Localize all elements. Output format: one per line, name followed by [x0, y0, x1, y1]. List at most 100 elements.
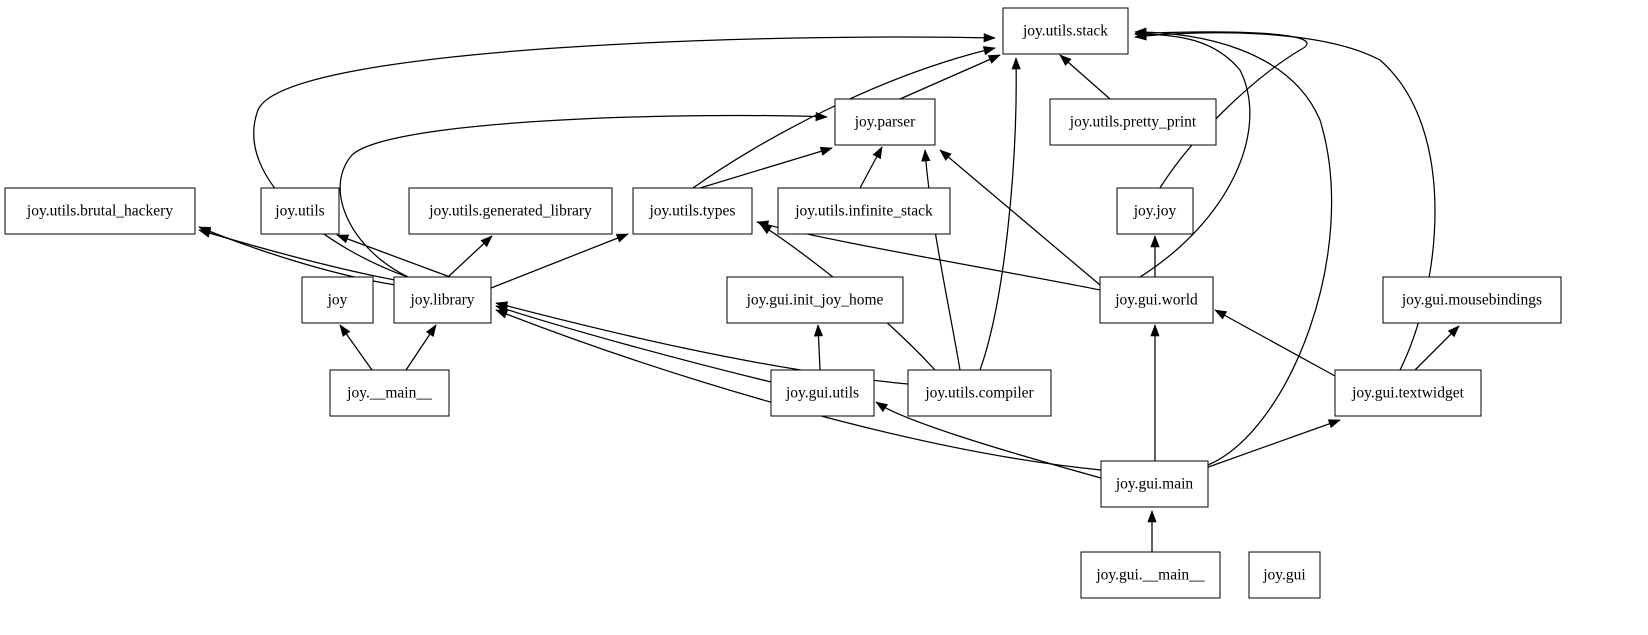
edge-line	[1199, 419, 1341, 471]
node-box[interactable]	[907, 369, 1052, 417]
node-box[interactable]	[260, 187, 340, 235]
node-joy.utils.types[interactable]: joy.utils.types	[632, 187, 753, 235]
edge-line	[924, 149, 961, 371]
edge-joy.utils.types-to-joy.parser	[699, 146, 833, 189]
node-box[interactable]	[834, 98, 936, 146]
arrow-head-icon	[425, 324, 437, 337]
node-box[interactable]	[632, 187, 753, 235]
node-joy.gui.mousebindings[interactable]: joy.gui.mousebindings	[1382, 276, 1562, 324]
node-label: joy.utils.types	[649, 203, 736, 220]
arrow-head-icon	[480, 235, 493, 248]
node-box[interactable]	[1334, 369, 1482, 417]
node-label: joy.utils.infinite_stack	[794, 203, 933, 220]
edge-joy.library-to-joy.parser	[339, 111, 828, 278]
node-joy.utils[interactable]: joy.utils	[260, 187, 340, 235]
arrow-head-icon	[198, 226, 212, 236]
node-box[interactable]	[777, 187, 951, 235]
node-box[interactable]	[329, 369, 450, 417]
node-label: joy.gui.textwidget	[1351, 385, 1464, 402]
node-joy.parser[interactable]: joy.parser	[834, 98, 936, 146]
node-joy.gui[interactable]: joy.gui	[1248, 551, 1321, 599]
node-joy.gui.__main__[interactable]: joy.gui.__main__	[1080, 551, 1221, 599]
node-label: joy.library	[410, 292, 475, 309]
node-box[interactable]	[1382, 276, 1562, 324]
edge-line	[198, 226, 397, 286]
node-box[interactable]	[301, 276, 374, 324]
arrow-head-icon	[921, 149, 931, 162]
node-joy.joy[interactable]: joy.joy	[1116, 187, 1194, 235]
node-joy.utils.compiler[interactable]: joy.utils.compiler	[907, 369, 1052, 417]
edge-line	[1134, 31, 1333, 466]
arrow-head-icon	[1150, 235, 1160, 248]
node-box[interactable]	[770, 369, 875, 417]
node-box[interactable]	[408, 187, 613, 235]
node-box[interactable]	[726, 276, 904, 324]
node-joy.gui.init_joy_home[interactable]: joy.gui.init_joy_home	[726, 276, 904, 324]
node-box[interactable]	[1116, 187, 1194, 235]
node-joy.__main__[interactable]: joy.__main__	[329, 369, 450, 417]
arrow-head-icon	[815, 111, 828, 122]
node-label: joy.gui	[1262, 567, 1306, 584]
node-box[interactable]	[1049, 98, 1217, 146]
node-joy.utils.pretty_print[interactable]: joy.utils.pretty_print	[1049, 98, 1217, 146]
node-joy[interactable]: joy	[301, 276, 374, 324]
node-joy.library[interactable]: joy.library	[393, 276, 492, 324]
edge-line	[875, 401, 1102, 479]
edge-line	[339, 114, 828, 278]
node-label: joy.utils.compiler	[924, 385, 1034, 402]
arrow-head-icon	[615, 233, 629, 243]
arrow-head-icon	[939, 149, 952, 161]
edge-joy.gui.textwidget-to-joy.gui.world	[1214, 309, 1336, 377]
edge-line	[979, 57, 1017, 371]
node-box[interactable]	[393, 276, 492, 324]
node-box[interactable]	[1248, 551, 1321, 599]
edge-joy.gui.world-to-joy.parser	[939, 149, 1101, 286]
node-joy.gui.main[interactable]: joy.gui.main	[1100, 460, 1209, 508]
arrow-head-icon	[1011, 57, 1021, 70]
edge-line	[336, 234, 451, 278]
edge-joy.utils.infinite_stack-to-joy.parser	[859, 146, 883, 189]
arrow-head-icon	[339, 324, 351, 337]
nodes-layer: joy.utils.stack joy.parser joy.utils.prett…	[4, 7, 1562, 599]
edge-line	[692, 47, 996, 189]
node-box[interactable]	[1002, 7, 1129, 55]
node-joy.utils.brutal_hackery[interactable]: joy.utils.brutal_hackery	[4, 187, 196, 235]
arrow-head-icon	[1147, 510, 1157, 523]
node-joy.gui.world[interactable]: joy.gui.world	[1099, 276, 1214, 324]
edge-joy.utils.compiler-to-joy.parser	[921, 149, 961, 371]
node-box[interactable]	[1080, 551, 1221, 599]
node-box[interactable]	[4, 187, 196, 235]
node-label: joy.__main__	[346, 385, 432, 402]
edge-joy.utils.pretty_print-to-joy.utils.stack	[1059, 54, 1111, 100]
node-box[interactable]	[1100, 460, 1209, 508]
edge-joy.gui.utils-to-joy.library	[495, 305, 772, 383]
node-joy.utils.infinite_stack[interactable]: joy.utils.infinite_stack	[777, 187, 951, 235]
node-label: joy.gui.mousebindings	[1401, 292, 1542, 309]
node-box[interactable]	[1099, 276, 1214, 324]
edge-joy.gui.main-to-joy.gui.utils	[875, 401, 1102, 479]
node-joy.gui.textwidget[interactable]: joy.gui.textwidget	[1334, 369, 1482, 417]
arrow-head-icon	[1327, 419, 1341, 429]
node-joy.utils.stack[interactable]: joy.utils.stack	[1002, 7, 1129, 55]
edge-line	[899, 54, 1001, 100]
edge-line	[699, 147, 833, 189]
edge-joy.__main__-to-joy	[339, 324, 373, 371]
node-label: joy.gui.world	[1114, 292, 1198, 309]
arrow-head-icon	[759, 223, 772, 235]
node-label: joy.gui.init_joy_home	[746, 292, 884, 309]
edge-joy.gui.main-to-joy.gui.world	[1150, 324, 1160, 461]
edge-joy.__main__-to-joy.library	[405, 324, 437, 371]
edge-joy.gui.utils-to-joy.gui.init_joy_home	[813, 324, 824, 371]
arrow-head-icon	[1150, 324, 1160, 337]
edge-joy.library-to-joy.utils.stack	[253, 33, 996, 278]
arrow-head-icon	[1447, 325, 1460, 338]
node-label: joy.utils	[274, 203, 324, 220]
node-joy.utils.generated_library[interactable]: joy.utils.generated_library	[408, 187, 613, 235]
arrow-head-icon	[1059, 54, 1072, 66]
edge-joy.gui.__main__-to-joy.gui.main	[1147, 510, 1157, 552]
node-joy.gui.utils[interactable]: joy.gui.utils	[770, 369, 875, 417]
edge-line	[253, 36, 996, 278]
node-label: joy.utils.stack	[1022, 23, 1108, 40]
